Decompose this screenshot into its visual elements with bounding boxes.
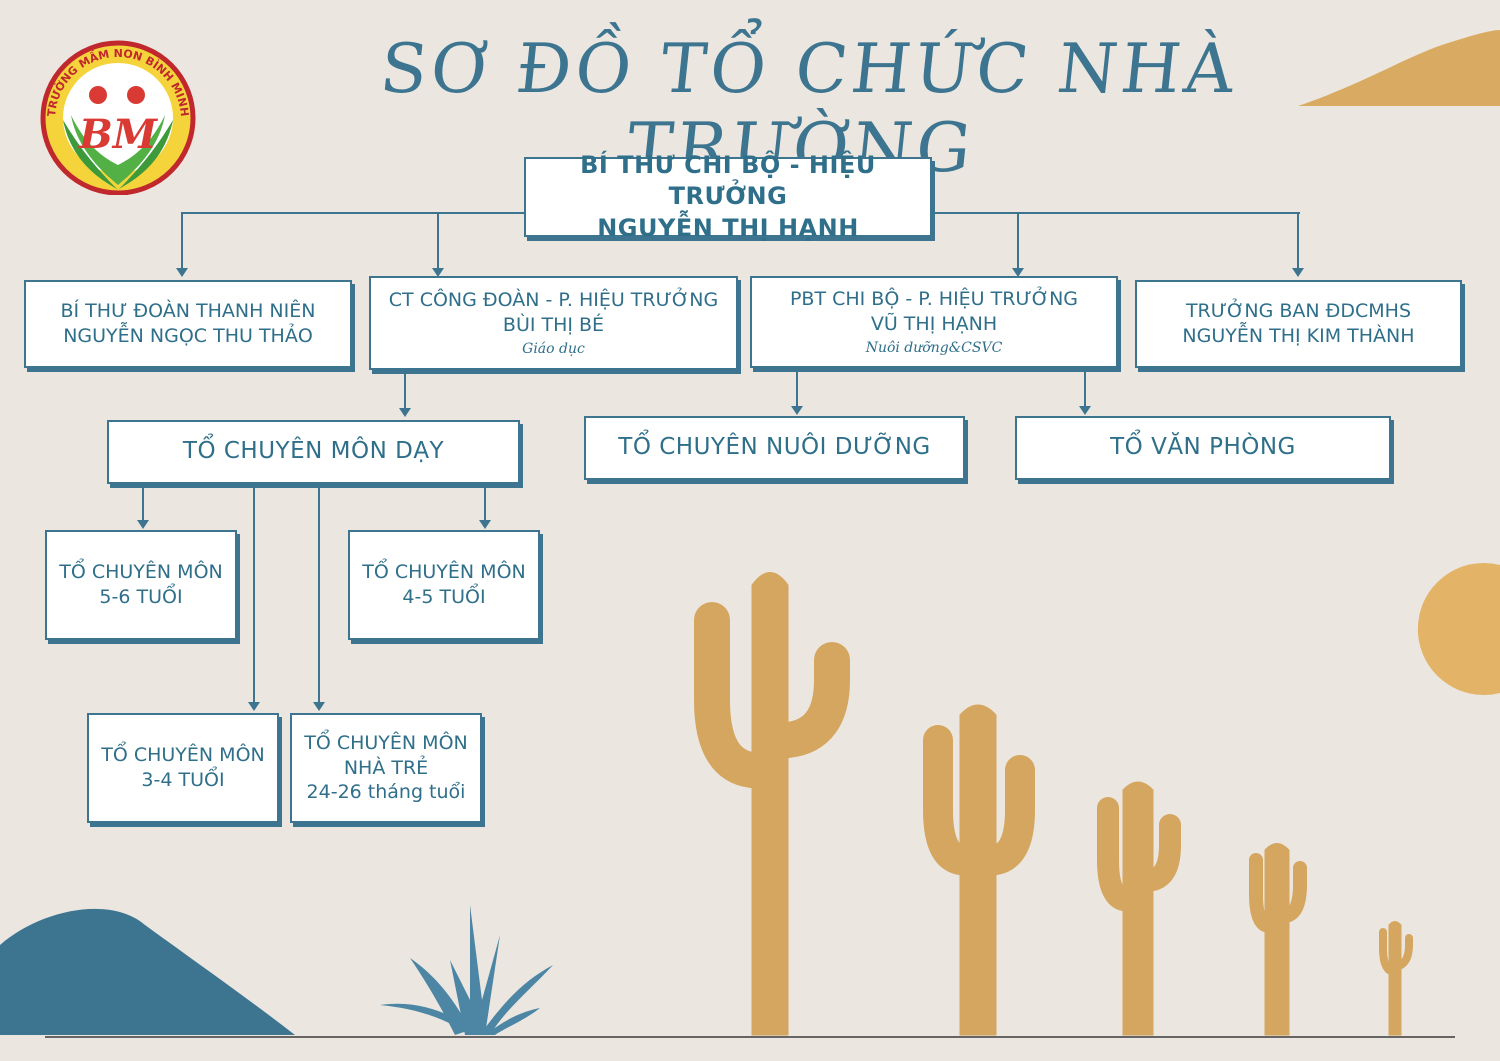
arrow-icon <box>1292 268 1304 277</box>
school-logo: BM TRƯỜNG MẦM NON BÌNH MINH <box>33 40 203 196</box>
box-age: 5-6 TUỔI <box>99 586 183 608</box>
arrow-icon <box>1079 406 1091 415</box>
team-nursery-box: TỔ CHUYÊN MÔN NHÀ TRẺ 24-26 tháng tuổi <box>290 713 482 823</box>
box-title: PBT CHI BỘ - P. HIỆU TRƯỞNG <box>789 288 1079 311</box>
cactus-large <box>694 572 850 1036</box>
box-note: Giáo dục <box>522 340 585 357</box>
cactus-smaller <box>1249 843 1307 1036</box>
box-months: 24-26 tháng tuổi <box>306 781 466 804</box>
box-name: VŨ THỊ HẠNH <box>870 312 998 335</box>
box-title: TỔ CHUYÊN MÔN <box>304 731 468 754</box>
cactus-group <box>694 572 1413 1036</box>
arrow-icon <box>479 520 491 529</box>
connector <box>318 486 320 704</box>
connector <box>796 370 798 408</box>
box-name: BÙI THỊ BÉ <box>502 313 605 336</box>
connector <box>1084 370 1086 408</box>
arrow-icon <box>399 408 411 417</box>
box-label: TỔ CHUYÊN MÔN DẠY <box>182 438 445 465</box>
principal-name: NGUYỄN THỊ HẠNH <box>597 213 859 242</box>
box-title: CT CÔNG ĐOÀN - P. HIỆU TRƯỞNG <box>388 289 719 312</box>
deputy-party-box: PBT CHI BỘ - P. HIỆU TRƯỞNG VŨ THỊ HẠNH … <box>750 276 1118 368</box>
box-title: TỔ CHUYÊN MÔN <box>59 561 223 584</box>
parents-board-box: TRƯỞNG BAN ĐDCMHS NGUYỄN THỊ KIM THÀNH <box>1135 280 1462 368</box>
sun-shape <box>1417 563 1500 695</box>
box-age: 4-5 TUỔI <box>402 586 486 608</box>
box-title: TRƯỞNG BAN ĐDCMHS <box>1185 300 1412 323</box>
connector <box>1297 212 1299 272</box>
agave-plant <box>380 905 553 1035</box>
hill-shape <box>0 908 295 1035</box>
box-label: TỔ CHUYÊN NUÔI DƯỠNG <box>618 434 931 461</box>
arrow-icon <box>1012 268 1024 277</box>
box-age: NHÀ TRẺ <box>343 756 429 779</box>
trade-union-box: CT CÔNG ĐOÀN - P. HIỆU TRƯỞNG BÙI THỊ BÉ… <box>369 276 738 370</box>
cactus-small <box>1097 781 1181 1036</box>
box-title: TỔ CHUYÊN MÔN <box>362 561 526 584</box>
connector <box>142 486 144 522</box>
svg-text:BM: BM <box>78 111 159 158</box>
connector <box>1017 212 1019 272</box>
arrow-icon <box>313 702 325 711</box>
youth-union-box: BÍ THƯ ĐOÀN THANH NIÊN NGUYỄN NGỌC THU T… <box>24 280 352 368</box>
team-5-6-box: TỔ CHUYÊN MÔN 5-6 TUỔI <box>45 530 237 640</box>
arrow-icon <box>432 268 444 277</box>
team-3-4-box: TỔ CHUYÊN MÔN 3-4 TUỔI <box>87 713 279 823</box>
cactus-medium <box>923 704 1035 1036</box>
box-age: 3-4 TUỔI <box>141 769 225 791</box>
connector <box>181 212 183 272</box>
box-note: Nuôi dưỡng&CSVC <box>865 339 1003 356</box>
arrow-icon <box>176 268 188 277</box>
dune-shape <box>1298 30 1500 106</box>
arrow-icon <box>248 702 260 711</box>
nutrition-team-box: TỔ CHUYÊN NUÔI DƯỠNG <box>584 416 965 480</box>
arrow-icon <box>137 520 149 529</box>
box-name: NGUYỄN NGỌC THU THẢO <box>63 325 313 347</box>
box-label: TỔ VĂN PHÒNG <box>1110 434 1296 461</box>
principal-title: BÍ THƯ CHI BỘ - HIỆU TRƯỞNG <box>580 151 876 211</box>
connector <box>404 370 406 412</box>
box-title: TỔ CHUYÊN MÔN <box>101 744 265 767</box>
cactus-tiny <box>1379 921 1413 1036</box>
box-title: BÍ THƯ ĐOÀN THANH NIÊN <box>60 300 316 323</box>
box-name: NGUYỄN THỊ KIM THÀNH <box>1182 325 1415 347</box>
arrow-icon <box>791 406 803 415</box>
connector <box>484 486 486 522</box>
team-4-5-box: TỔ CHUYÊN MÔN 4-5 TUỔI <box>348 530 540 640</box>
office-team-box: TỔ VĂN PHÒNG <box>1015 416 1391 480</box>
connector <box>253 486 255 704</box>
connector <box>437 212 439 272</box>
principal-box: BÍ THƯ CHI BỘ - HIỆU TRƯỞNG NGUYỄN THỊ H… <box>524 151 932 242</box>
teaching-team-box: TỔ CHUYÊN MÔN DẠY <box>107 420 520 484</box>
